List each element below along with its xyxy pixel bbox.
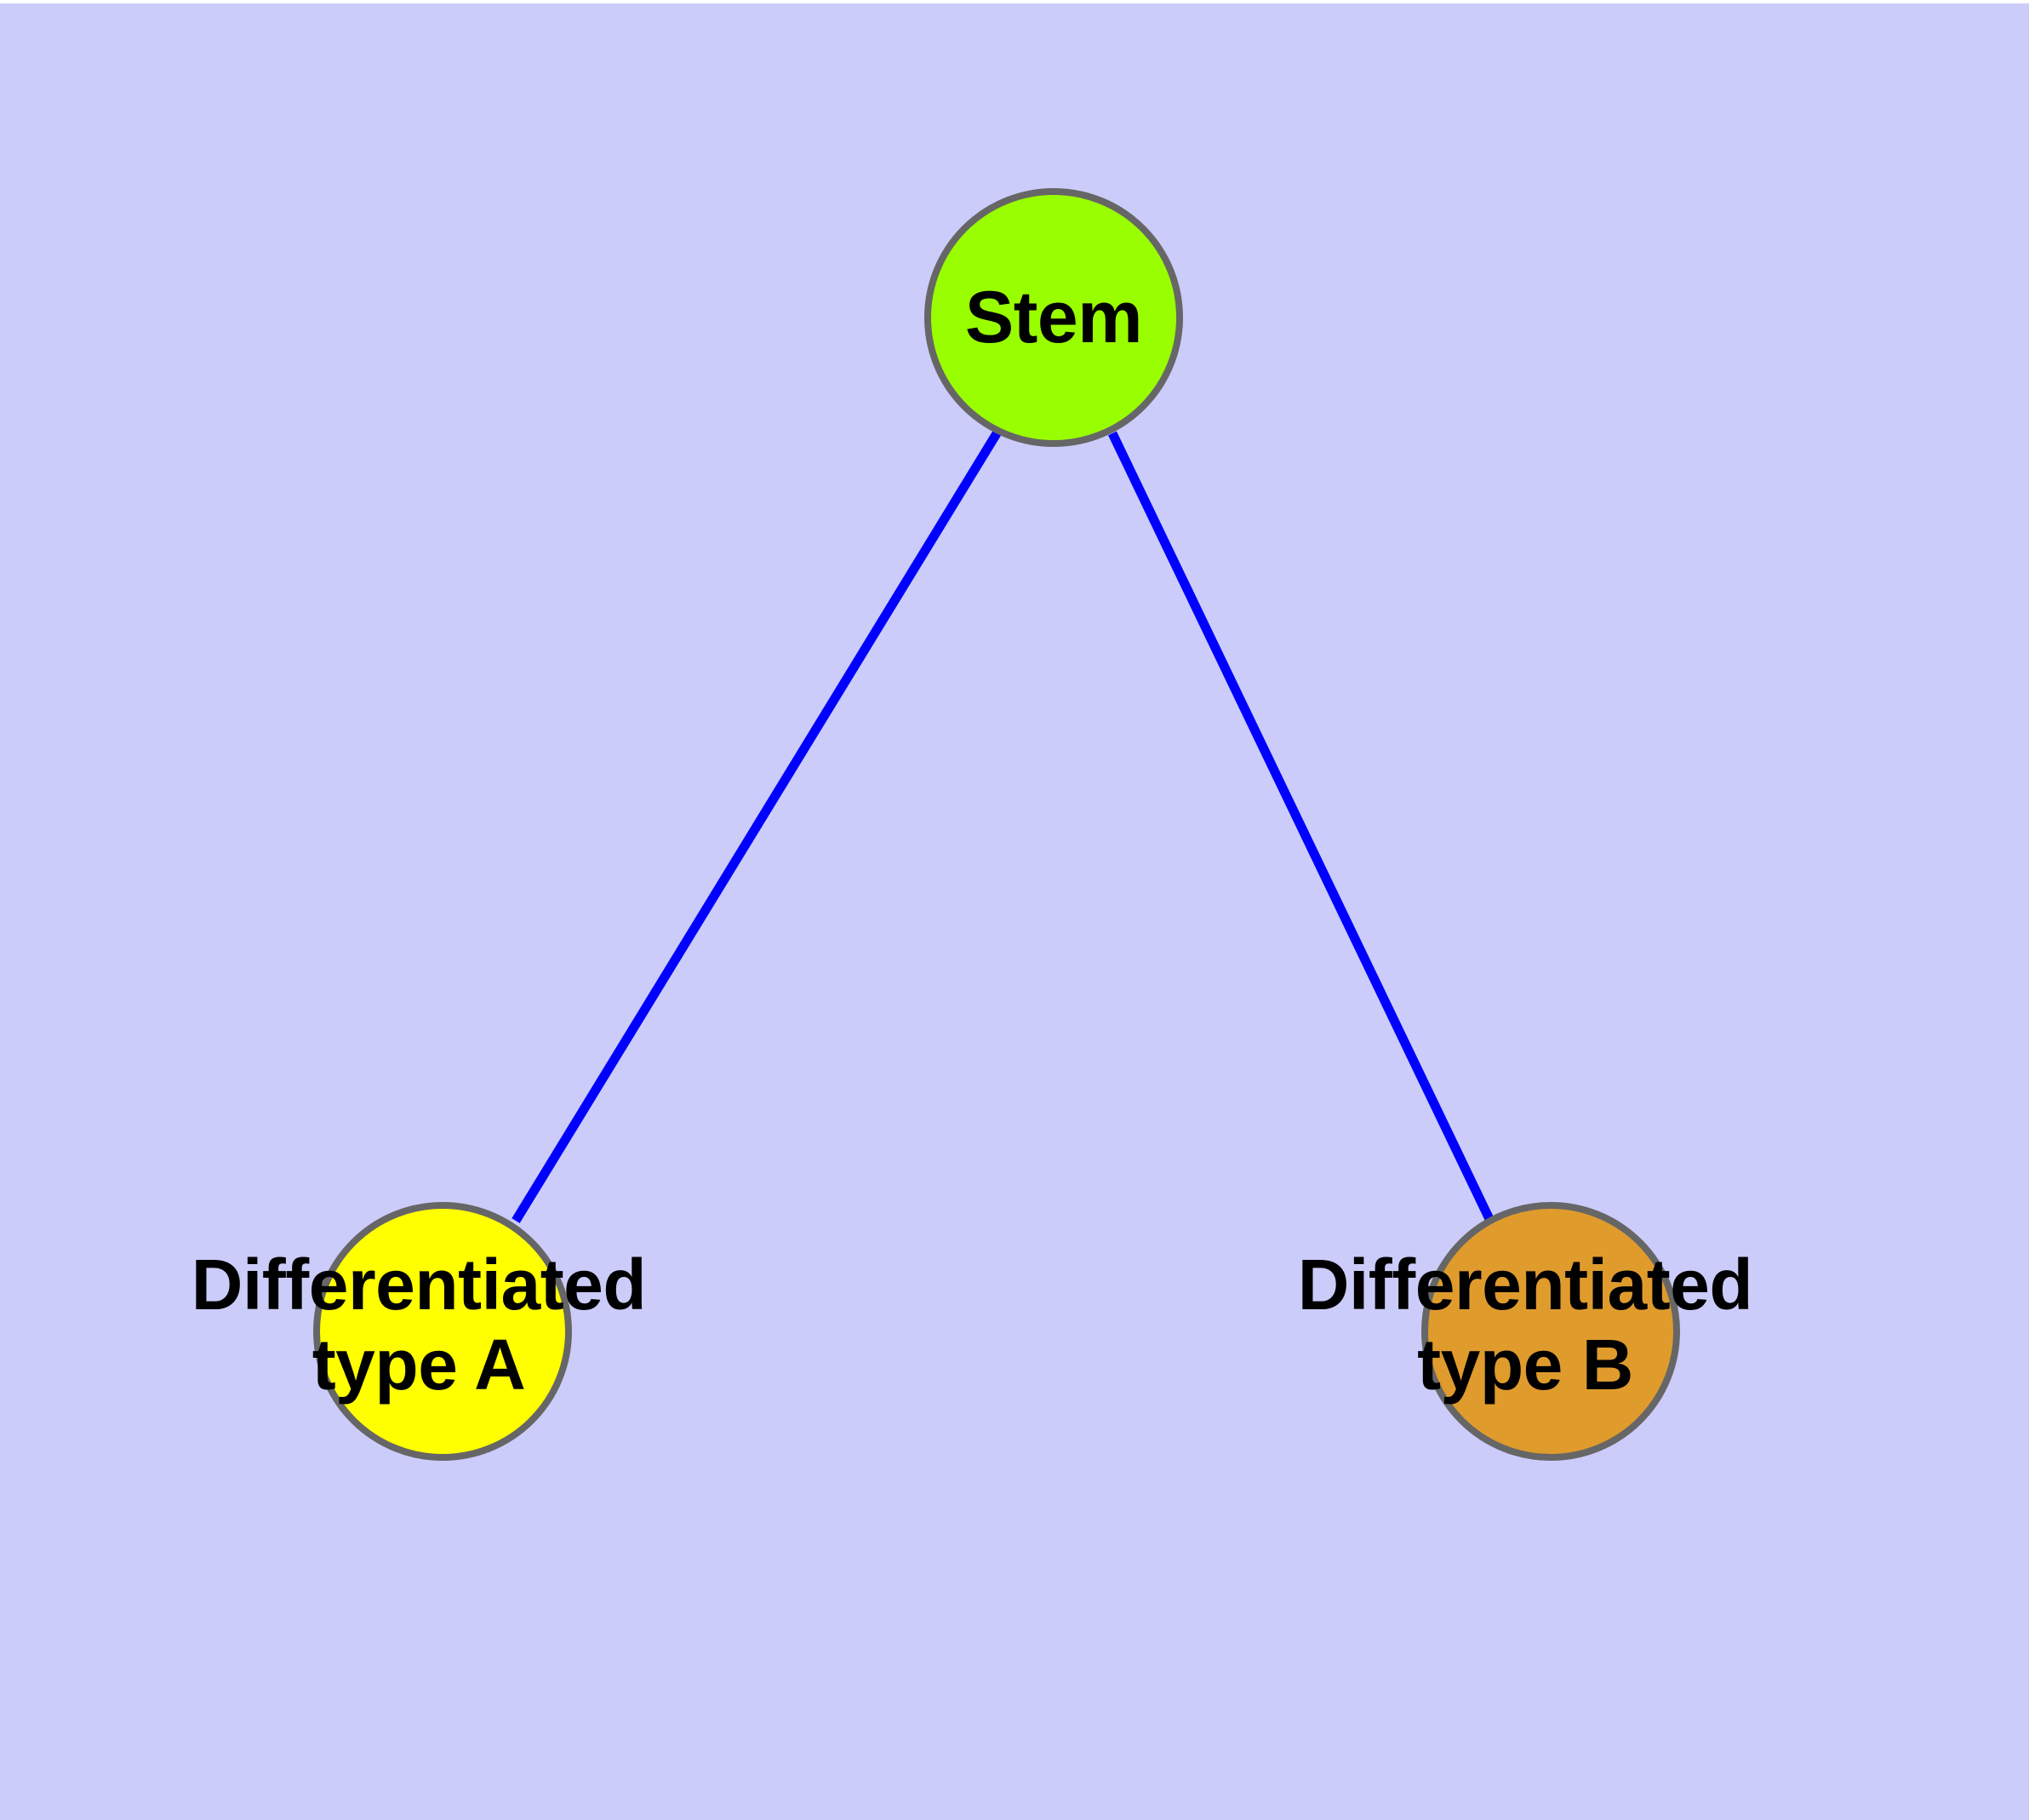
node-diff-a[interactable] xyxy=(313,1202,572,1461)
node-stem[interactable] xyxy=(924,188,1183,447)
edge-layer xyxy=(512,428,1494,1223)
edge-stem-diff-b xyxy=(1108,431,1494,1222)
node-diff-b[interactable] xyxy=(1421,1202,1680,1461)
node-layer xyxy=(313,188,1680,1461)
edge-stem-diff-a xyxy=(512,428,1003,1223)
